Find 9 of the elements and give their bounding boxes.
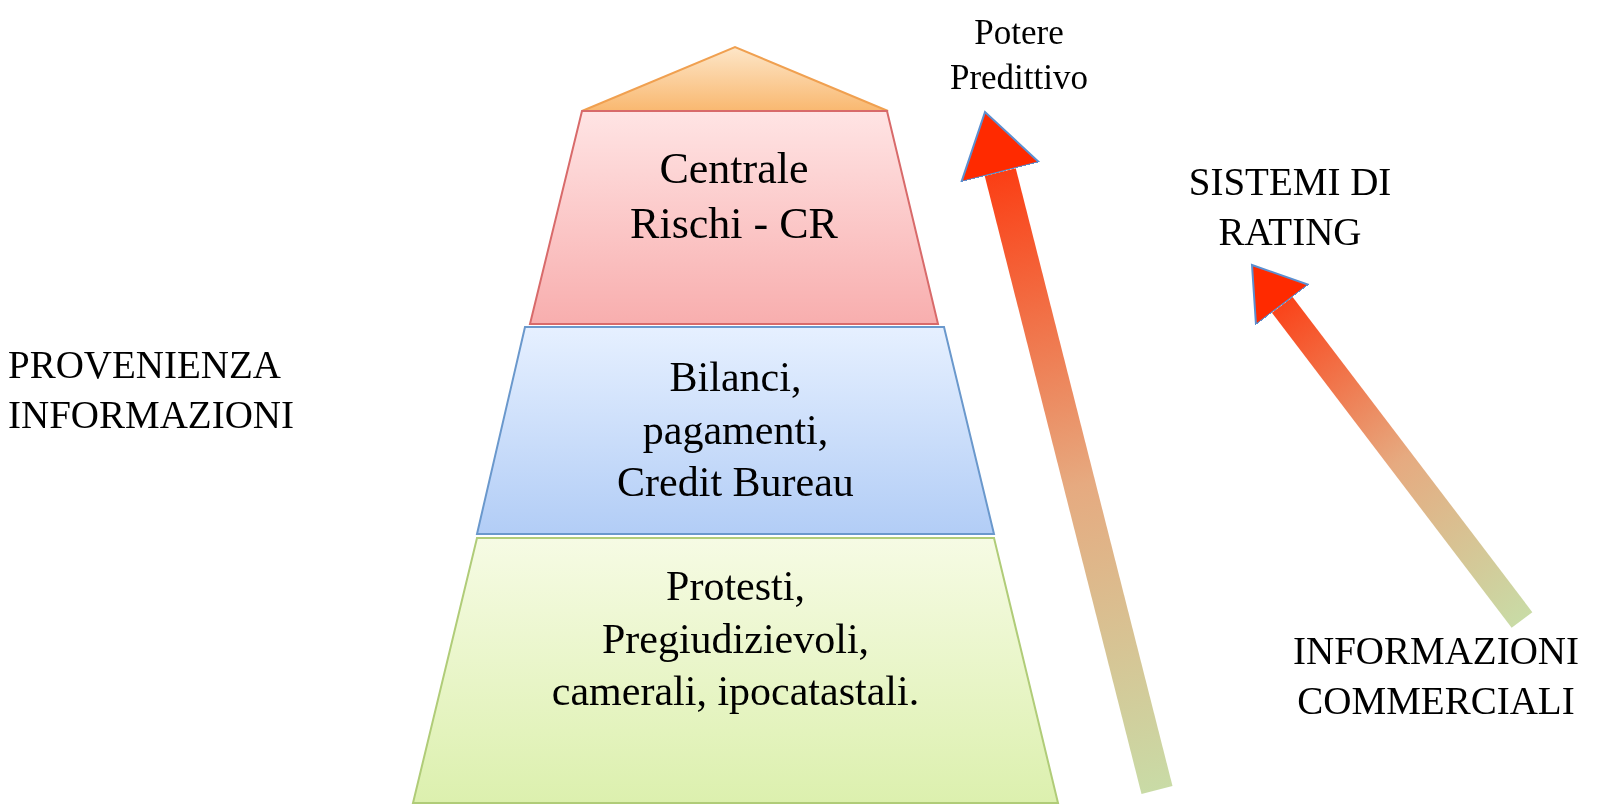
side-label: PROVENIENZA INFORMAZIONI xyxy=(8,342,295,438)
axis-label: Potere Predittivo xyxy=(922,8,1116,104)
tier-label: Protesti, Pregiudizievoli, camerali, ipocatastali. xyxy=(550,562,921,716)
side-heading: INFORMAZIONI COMMERCIALI xyxy=(1268,622,1604,730)
side-heading: SISTEMI DI RATING xyxy=(1170,155,1410,259)
gradient-arrow xyxy=(1251,264,1533,628)
tier-label: Centrale Rischi - CR xyxy=(629,143,839,250)
tier-label: Bilanci, pagamenti, Credit Bureau xyxy=(616,353,855,507)
gradient-arrow xyxy=(960,111,1173,794)
